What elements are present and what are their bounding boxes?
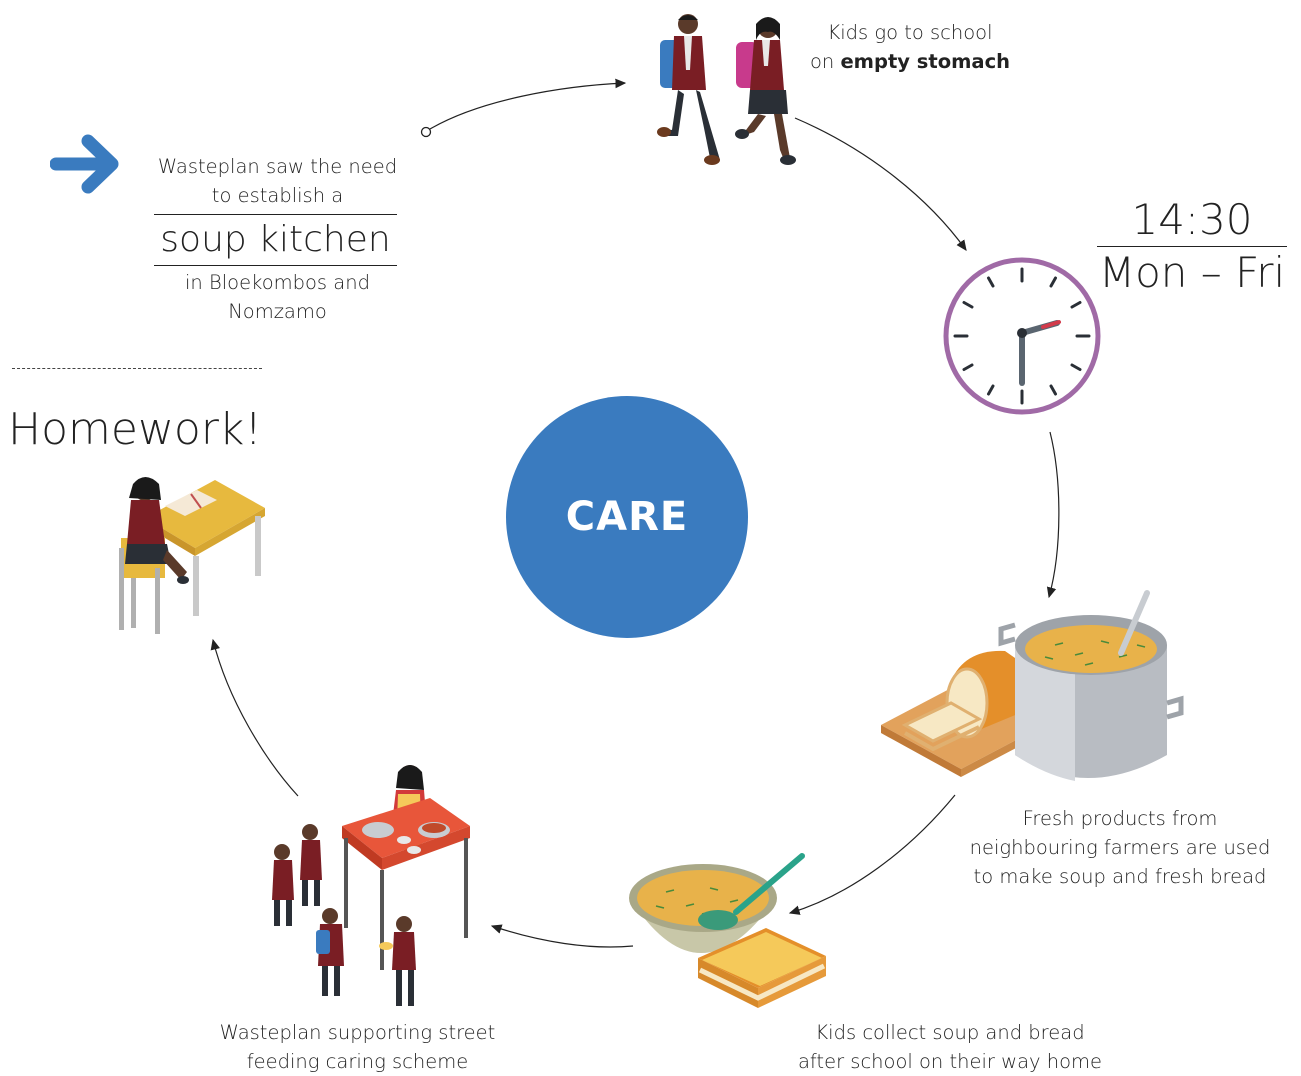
arrow-kids-to-clock bbox=[794, 117, 967, 251]
collect-soup-text: Kids collect soup and bread after school… bbox=[770, 1018, 1130, 1076]
time-label: 14:30 bbox=[1131, 195, 1253, 244]
fresh-line-3: to make soup and fresh bread bbox=[973, 865, 1267, 888]
start-dot bbox=[420, 126, 432, 138]
intro-line-4: Nomzamo bbox=[228, 300, 327, 323]
intro-line-1: Wasteplan saw the need bbox=[157, 155, 398, 178]
soup-pot-bread-illustration bbox=[881, 590, 1184, 781]
fresh-products-text: Fresh products from neighbouring farmers… bbox=[945, 804, 1295, 891]
collect-line-1: Kids collect soup and bread bbox=[815, 1021, 1085, 1044]
kids-line-1: Kids go to school bbox=[827, 21, 993, 44]
collect-line-2: after school on their way home bbox=[797, 1050, 1103, 1073]
days-label: Mon – Fri bbox=[1097, 246, 1287, 297]
intro-text-bottom: in Bloekombos and Nomzamo bbox=[140, 268, 415, 326]
arrow-table-to-desk bbox=[210, 638, 299, 797]
arrow-pot-to-bowl bbox=[788, 794, 956, 915]
homework-label: Homework! bbox=[8, 404, 263, 455]
empty-stomach-label: empty stomach bbox=[840, 50, 1011, 73]
care-label: CARE bbox=[565, 494, 689, 540]
arrow-right-icon bbox=[50, 134, 119, 194]
kids-line-2-prefix: on bbox=[809, 50, 841, 73]
street-feeding-text: Wasteplan supporting street feeding cari… bbox=[190, 1018, 525, 1076]
kids-line-2: on empty stomach bbox=[800, 47, 1020, 76]
arrow-bowl-to-table bbox=[490, 924, 634, 948]
fresh-line-2: neighbouring farmers are used bbox=[969, 836, 1271, 859]
intro-line-2: to establish a bbox=[211, 184, 344, 207]
care-circle: CARE bbox=[506, 396, 748, 638]
arrow-clock-to-pot bbox=[1046, 431, 1060, 599]
street-line-2: feeding caring scheme bbox=[246, 1050, 469, 1073]
intro-line-3: in Bloekombos and bbox=[185, 271, 370, 294]
dashed-divider bbox=[12, 368, 262, 370]
clock-icon bbox=[943, 257, 1101, 415]
intro-text-top: Wasteplan saw the need to establish a bbox=[140, 152, 415, 210]
street-feeding-illustration bbox=[272, 765, 470, 1006]
fresh-line-1: Fresh products from bbox=[1022, 807, 1218, 830]
arrow-start-to-kids bbox=[429, 78, 627, 130]
soup-kitchen-title: soup kitchen bbox=[154, 214, 397, 266]
street-line-1: Wasteplan supporting street bbox=[219, 1021, 496, 1044]
soup-bowl-sandwich-illustration bbox=[629, 853, 826, 1008]
homework-desk-illustration bbox=[119, 477, 265, 634]
kids-school-text: Kids go to school on empty stomach bbox=[800, 18, 1020, 76]
kids-walking-illustration bbox=[657, 14, 796, 165]
